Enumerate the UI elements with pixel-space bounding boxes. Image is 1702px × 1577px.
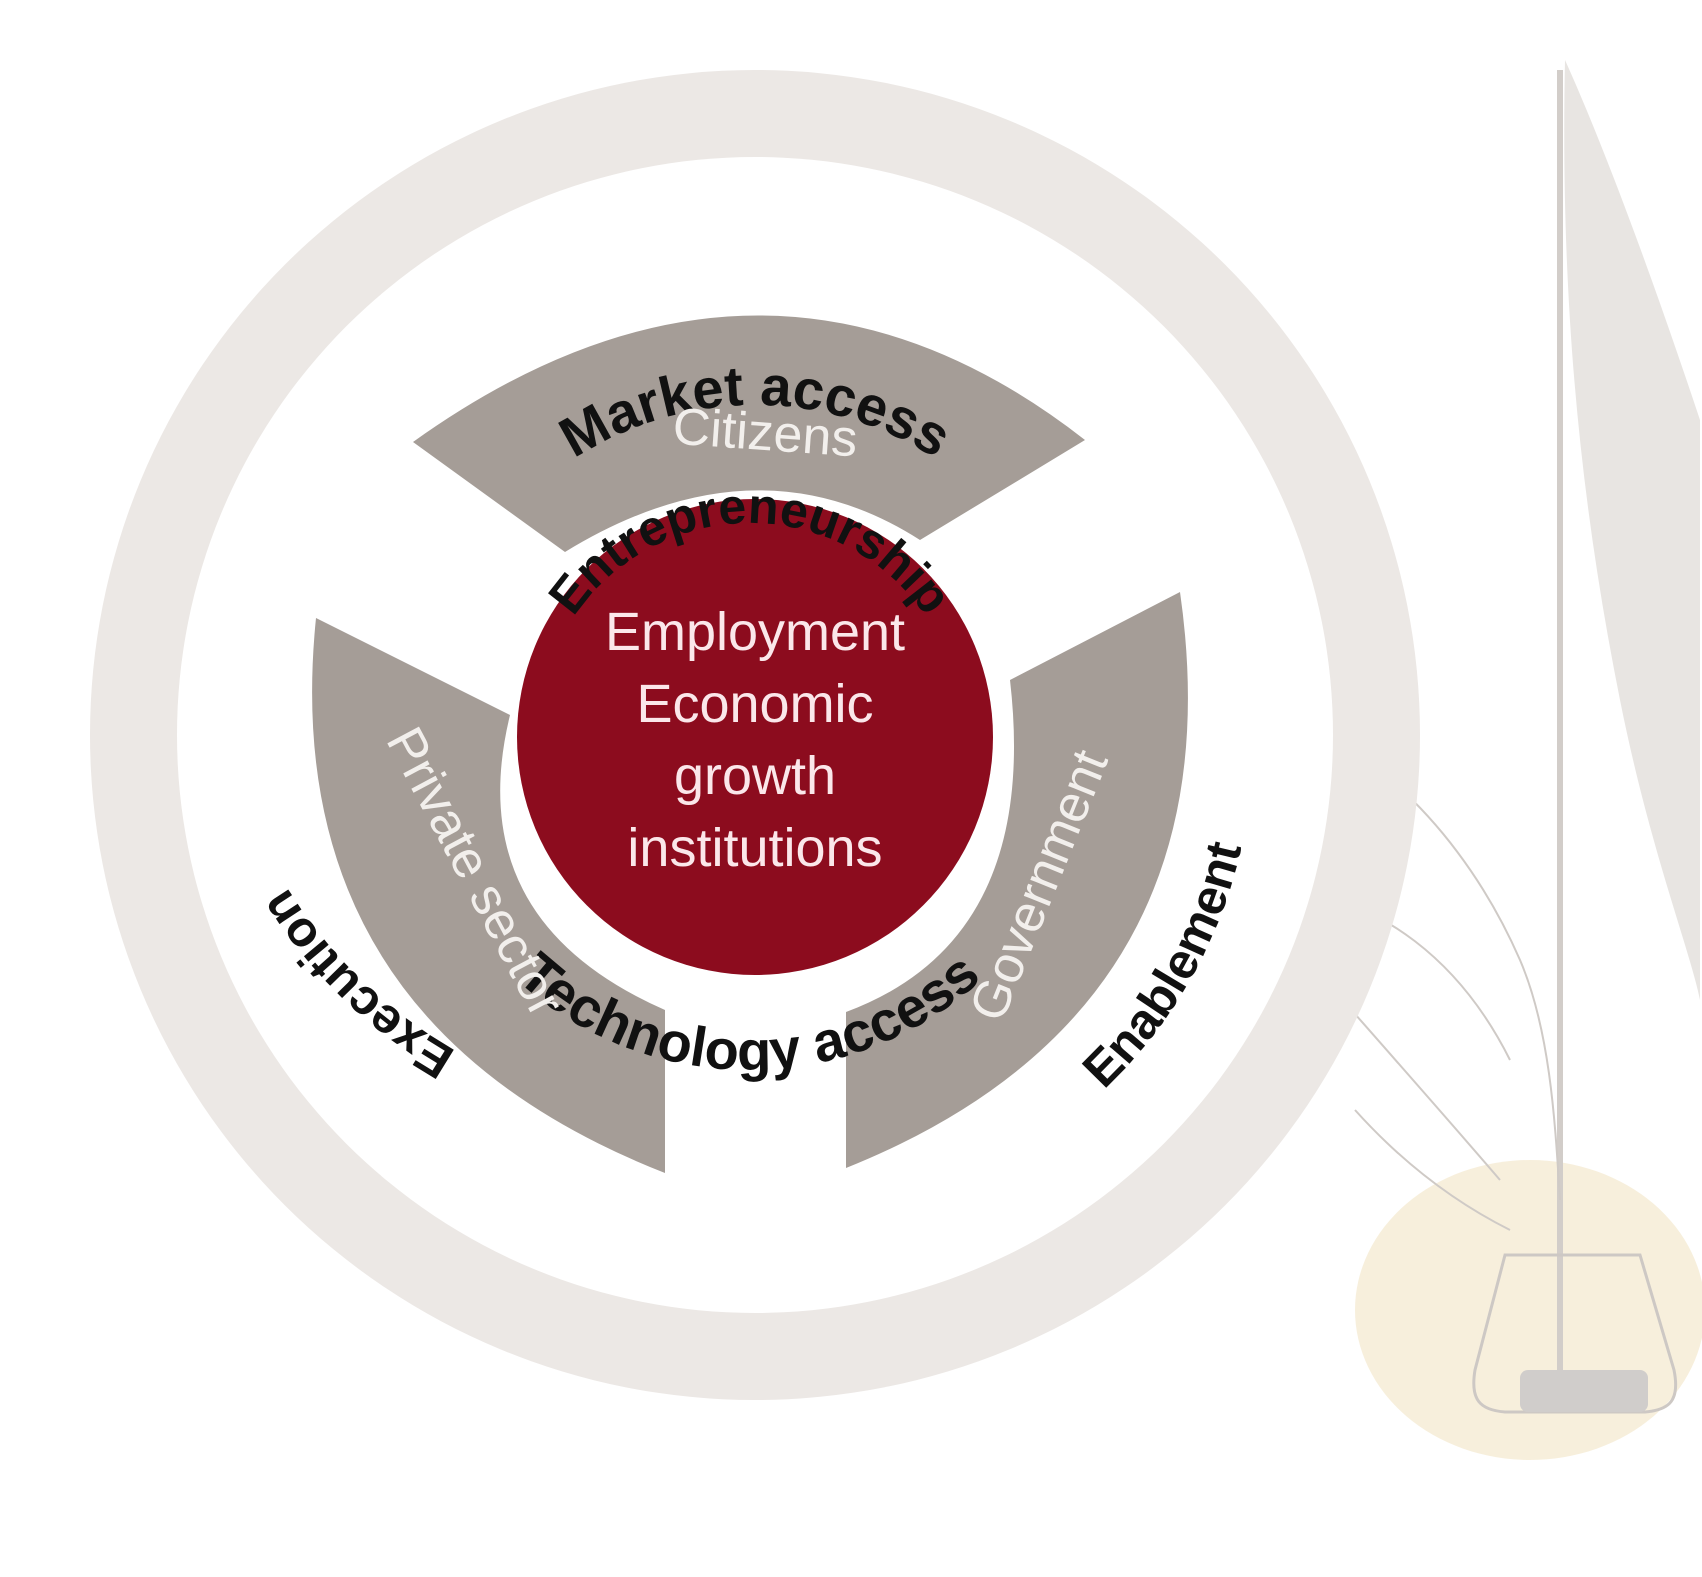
ink-stain xyxy=(1355,1160,1702,1460)
core-line-3: growth xyxy=(674,746,836,806)
segment-citizens xyxy=(413,315,1085,552)
core-line-4: institutions xyxy=(627,818,882,878)
inkwell-body xyxy=(1472,1253,1678,1414)
core-line-1: Employment xyxy=(605,602,905,662)
segment-private-sector xyxy=(312,618,665,1173)
quill-sketch-lines xyxy=(1189,689,1561,1231)
segment-government xyxy=(846,592,1188,1168)
core-line-2: Economic xyxy=(636,674,873,734)
core-circle xyxy=(517,499,993,975)
quill-feather xyxy=(1564,60,1700,1000)
inkwell-ink xyxy=(1520,1370,1648,1412)
citizens-label: Citizens xyxy=(671,398,860,469)
quill-inkwell-icon xyxy=(1189,60,1702,1460)
